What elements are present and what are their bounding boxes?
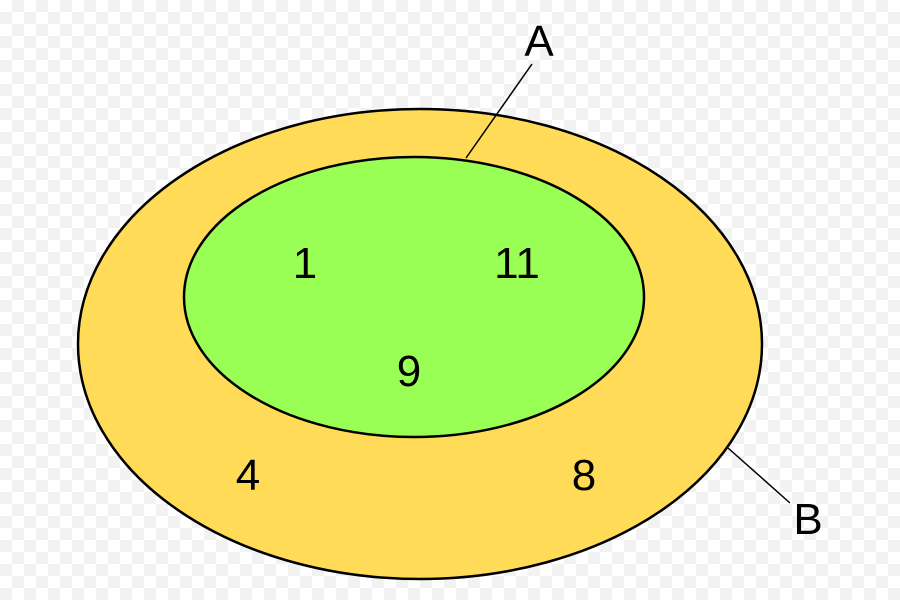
set-a-element: 11 (494, 239, 540, 288)
set-a-element: 9 (397, 347, 421, 396)
set-b-label: B (793, 495, 822, 544)
set-a-leader-line (465, 63, 533, 159)
set-b-leader-line (727, 447, 791, 504)
set-a-label: A (524, 17, 554, 66)
set-a-element: 1 (293, 239, 317, 288)
set-a-ellipse (182, 155, 646, 439)
set-b-element: 8 (572, 451, 596, 500)
set-b-element: 4 (236, 451, 260, 500)
